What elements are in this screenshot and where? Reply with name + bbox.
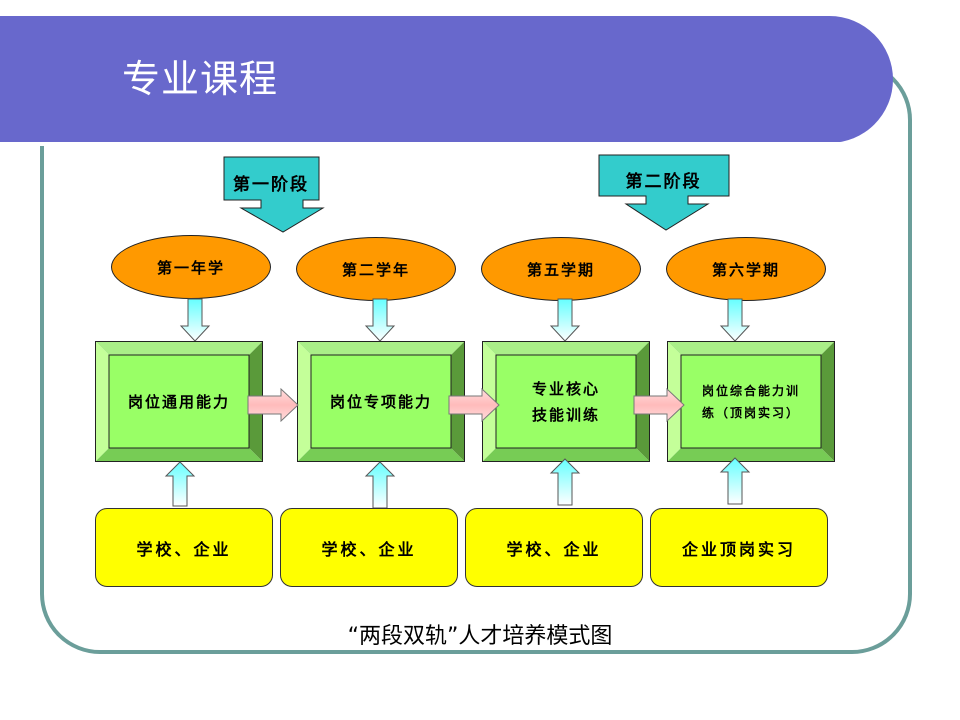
stage-label-1: 第一阶段 (233, 175, 309, 195)
source-box-2: 学校、企业 (280, 508, 458, 587)
period-ellipse-3: 第五学期 (481, 237, 641, 301)
ability-label-1: 岗位通用能力 (127, 392, 230, 411)
diagram-caption: “两段双轨”人才培养模式图 (347, 624, 613, 649)
down-arrow-2 (364, 298, 396, 342)
source-box-1: 学校、企业 (95, 508, 273, 587)
up-arrow-1 (164, 461, 196, 507)
down-arrow-4 (719, 298, 751, 342)
ability-box-4: 岗位综合能力训 练（顶岗实习） (667, 341, 835, 462)
ability-label-2: 岗位专项能力 (329, 392, 432, 411)
stage-callout-1: 第一阶段 (223, 156, 343, 236)
ability-box-2: 岗位专项能力 (297, 341, 465, 462)
ability-label-4-line2: 练（顶岗实习） (701, 405, 800, 420)
up-arrow-2 (364, 461, 396, 509)
ability-box-3: 专业核心 技能训练 (482, 341, 650, 462)
flow-arrow-1 (247, 388, 299, 422)
down-arrow-3 (549, 298, 581, 342)
period-ellipse-4: 第六学期 (666, 237, 826, 301)
ability-label-4: 岗位综合能力训 练（顶岗实习） (681, 355, 821, 448)
ability-label-3-line2: 技能训练 (531, 405, 600, 424)
stage-label-2: 第二阶段 (625, 172, 702, 192)
ability-label-3: 专业核心 技能训练 (496, 355, 636, 448)
up-arrow-3 (549, 458, 581, 506)
flow-arrow-3 (633, 388, 685, 422)
title-bar (0, 16, 893, 146)
ability-box-1: 岗位通用能力 (95, 341, 263, 462)
flow-arrow-2 (448, 388, 500, 422)
title-underline (0, 142, 848, 146)
ability-label-3-line1: 专业核心 (531, 379, 600, 398)
period-ellipse-2: 第二学年 (296, 237, 456, 301)
slide-title: 专业课程 (122, 57, 279, 101)
source-box-3: 学校、企业 (465, 508, 643, 587)
down-arrow-1 (179, 298, 211, 342)
period-ellipse-1: 第一年学 (111, 235, 271, 299)
up-arrow-4 (719, 457, 751, 505)
ability-label-4-line1: 岗位综合能力训 (701, 383, 800, 398)
stage-callout-2: 第二阶段 (598, 154, 738, 234)
source-box-4: 企业顶岗实习 (650, 508, 828, 587)
